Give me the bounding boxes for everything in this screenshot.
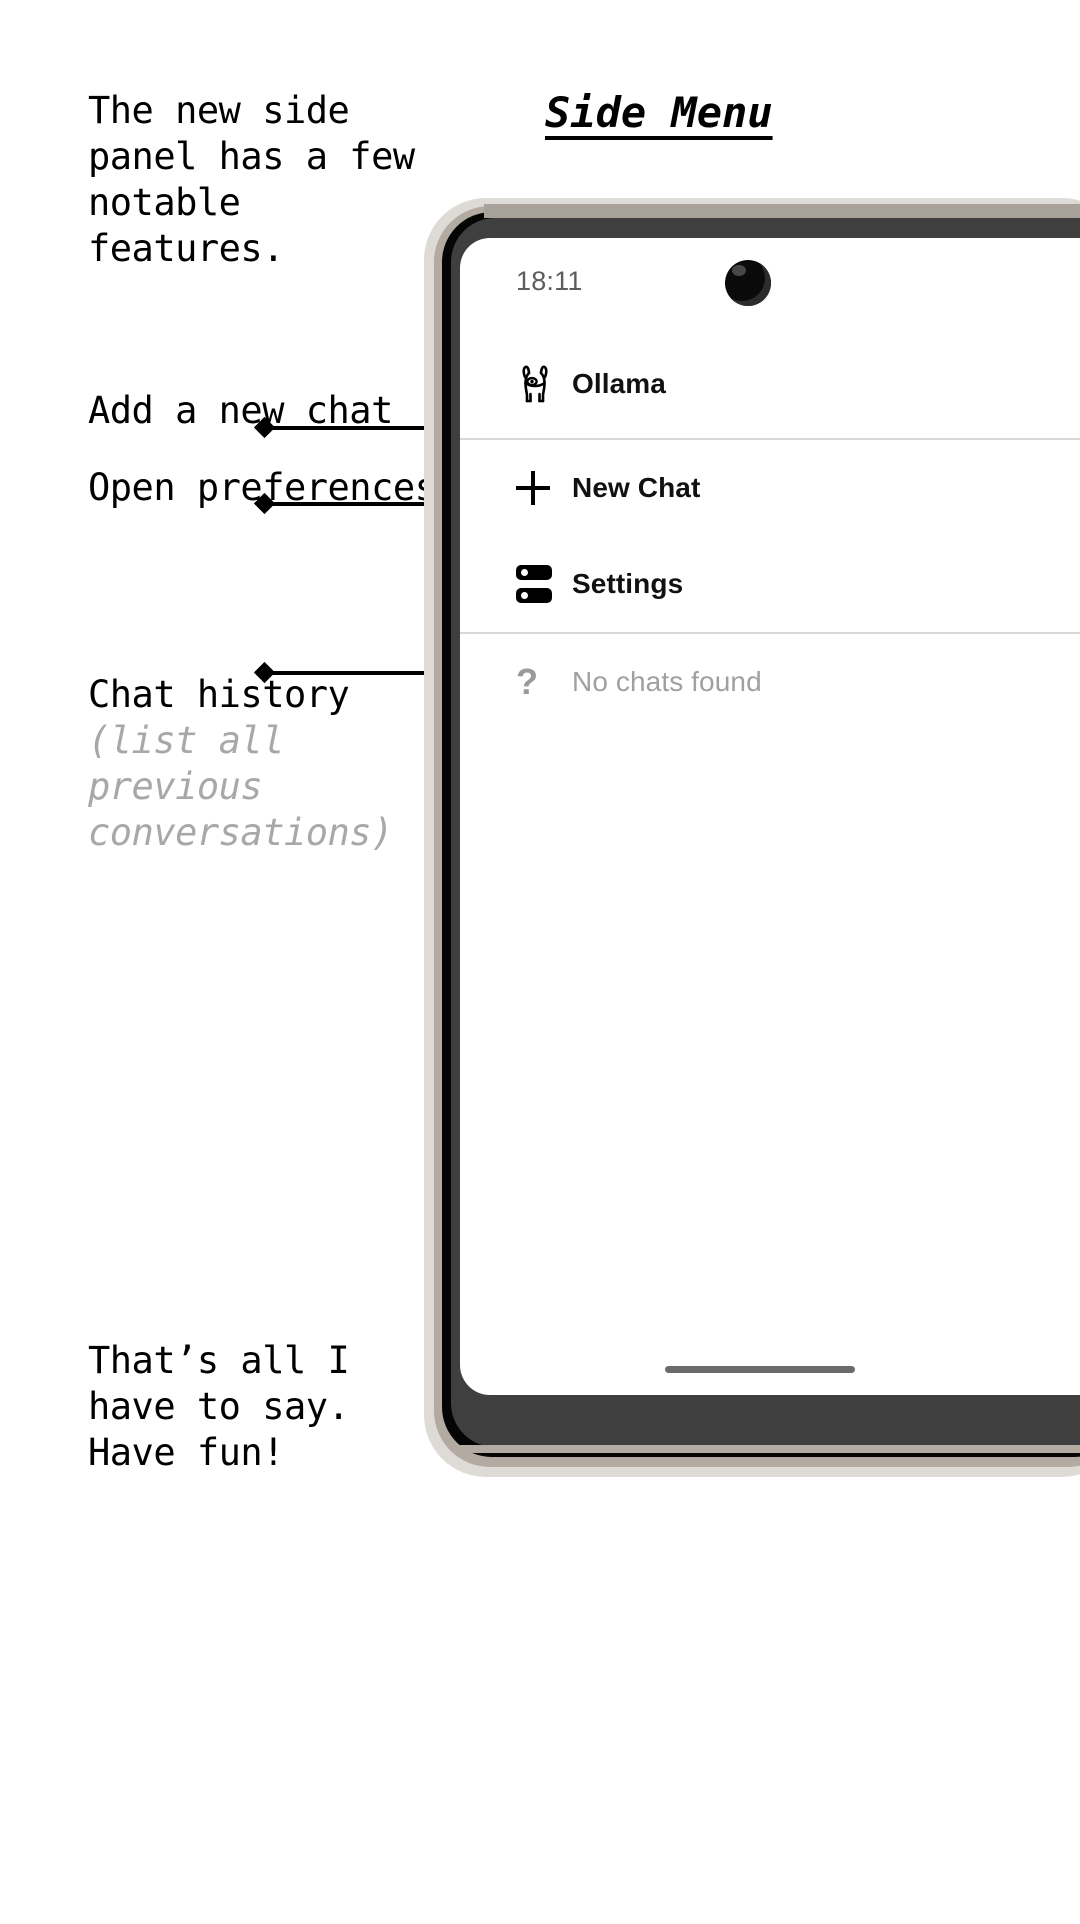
chat-history-empty-label: No chats found	[572, 666, 762, 697]
phone-screen: 18:11	[460, 238, 1080, 1395]
chat-history-empty-state: ? No chats found	[460, 634, 1080, 730]
llama-icon	[516, 364, 572, 404]
status-bar-clock: 18:11	[516, 266, 583, 296]
phone-bottom-edge	[460, 1445, 1080, 1453]
annotation-new-chat: Add a new chat	[88, 389, 393, 432]
phone-mockup: 18:11	[424, 198, 1080, 1477]
plus-icon	[516, 471, 572, 505]
annotation-outro: That’s all I have to say. Have fun!	[88, 1339, 350, 1474]
menu-item-new-chat-label: New Chat	[572, 472, 701, 503]
divider	[460, 632, 1080, 634]
menu-item-settings-label: Settings	[572, 568, 684, 599]
menu-item-settings[interactable]: Settings	[460, 536, 1080, 632]
annotation-chat-history-note: (list all previous conversations)	[88, 719, 393, 854]
app-brand-label: Ollama	[572, 368, 666, 399]
arrow-shaft	[265, 426, 470, 430]
settings-sliders-icon	[516, 565, 572, 603]
annotation-intro: The new side panel has a few notable fea…	[88, 89, 415, 270]
page-title: Side Menu	[545, 88, 773, 137]
menu-item-new-chat[interactable]: New Chat	[460, 440, 1080, 536]
arrow-shaft	[265, 502, 470, 506]
question-mark-icon: ?	[516, 661, 538, 702]
phone-top-edge	[484, 204, 1080, 218]
annotation-chat-history: Chat history	[88, 673, 350, 716]
home-indicator[interactable]	[665, 1366, 855, 1373]
status-bar: 18:11	[460, 238, 1080, 330]
app-brand-row: Ollama	[460, 330, 1080, 438]
divider	[460, 438, 1080, 440]
punch-hole-camera-icon	[725, 260, 771, 306]
annotation-preferences: Open preferences	[88, 466, 437, 509]
camera-glint	[732, 265, 746, 276]
